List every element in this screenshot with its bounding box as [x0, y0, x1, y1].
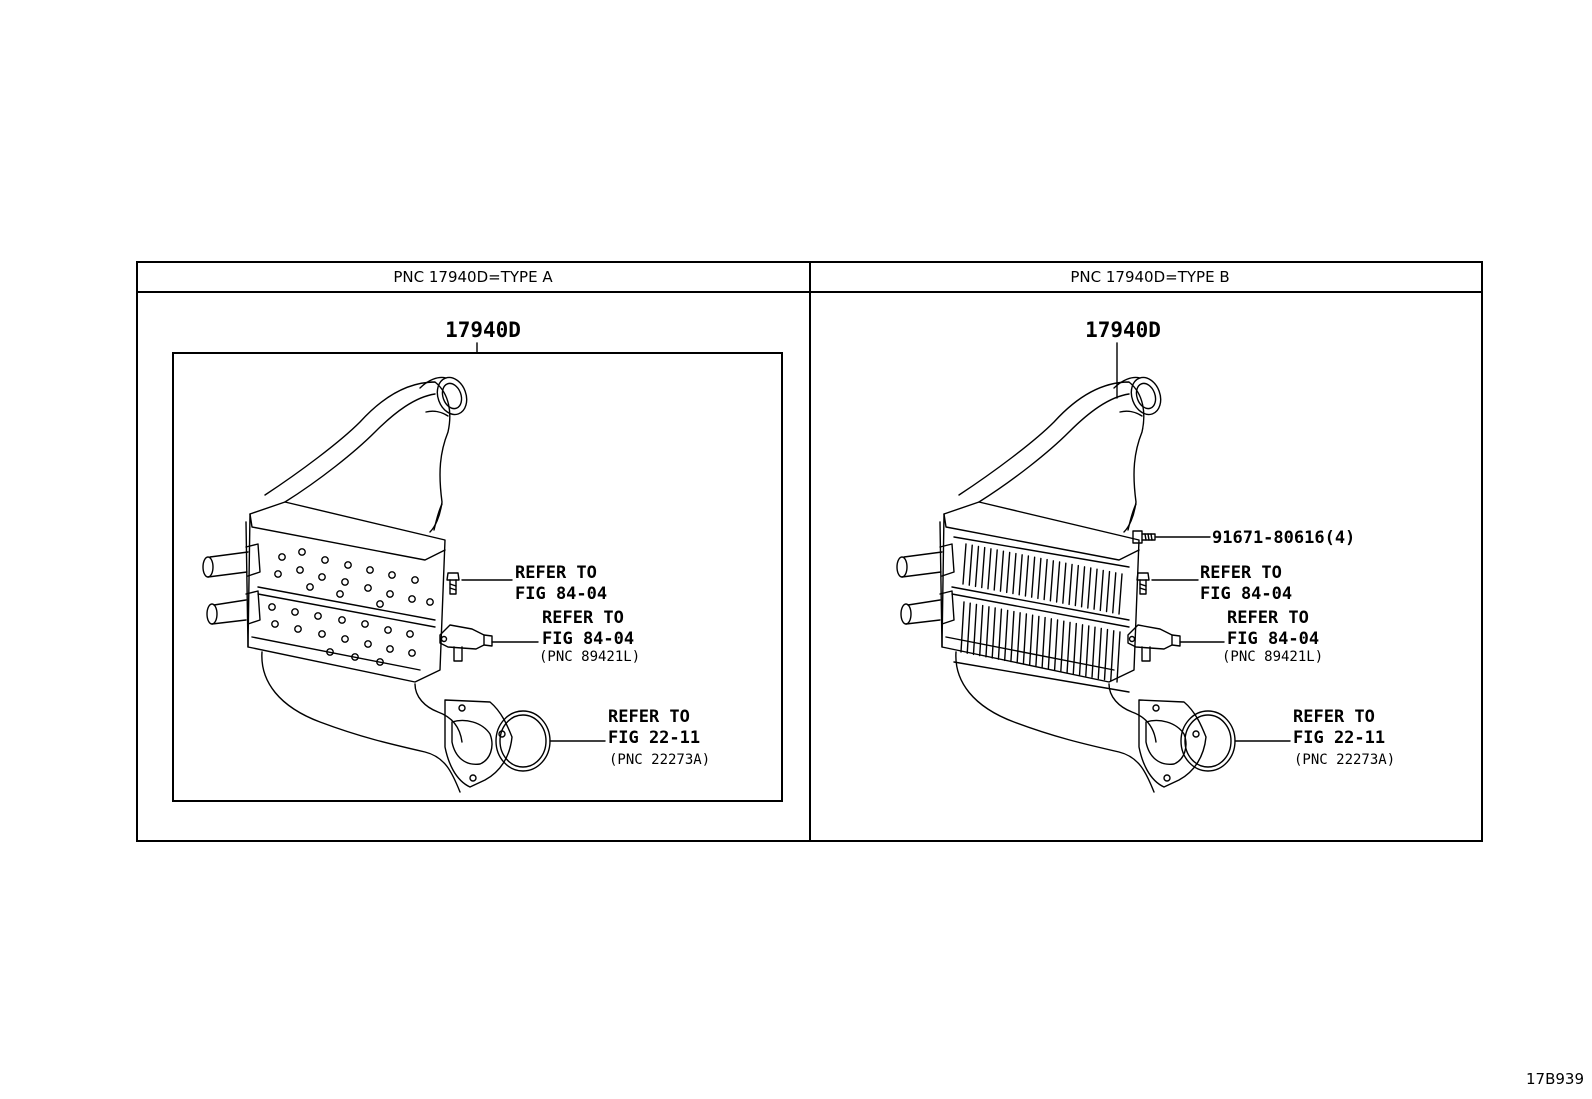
- panel-b-refer-a-line1: REFER TO: [1200, 563, 1282, 583]
- panel-a-gasket: [495, 710, 551, 772]
- panel-b-refer-c-line2: FIG 22-11: [1293, 728, 1385, 748]
- panel-a-refer-a-line2: FIG 84-04: [515, 584, 607, 604]
- panel-b-gasket: [1180, 710, 1236, 772]
- panel-a-refer-c-line2: FIG 22-11: [608, 728, 700, 748]
- panel-b-refer-b-line1: REFER TO: [1227, 608, 1309, 628]
- panel-b-bolt-label: 91671-80616(4): [1212, 528, 1355, 548]
- panel-b-intercooler: [896, 372, 1207, 793]
- panel-b-header: PNC 17940D=TYPE B: [1070, 268, 1229, 286]
- panel-b-refer-c-line1: REFER TO: [1293, 707, 1375, 727]
- panel-b-bolt: [1132, 530, 1156, 544]
- panel-b-part-label: 17940D: [1085, 318, 1161, 342]
- panel-a-intercooler: [202, 372, 513, 793]
- panel-a-screw: [446, 572, 460, 595]
- panel-a-assembly-box: [172, 352, 783, 802]
- panel-a-header: PNC 17940D=TYPE A: [393, 268, 553, 286]
- panel-b-screw: [1136, 572, 1150, 595]
- panel-a-refer-b-line2: FIG 84-04: [542, 629, 634, 649]
- panel-b-refer-a-line2: FIG 84-04: [1200, 584, 1292, 604]
- panel-a-refer-a-line1: REFER TO: [515, 563, 597, 583]
- panel-a-refer-c-line1: REFER TO: [608, 707, 690, 727]
- panel-a-part-label: 17940D: [445, 318, 521, 342]
- panel-b-refer-c-line3: (PNC 22273A): [1294, 752, 1395, 768]
- panel-b-refer-b-line3: (PNC 89421L): [1222, 649, 1323, 665]
- panel-a-refer-b-line3: (PNC 89421L): [539, 649, 640, 665]
- panel-a-refer-c-line3: (PNC 22273A): [609, 752, 710, 768]
- panel-type-b: PNC 17940D=TYPE B 17940D 91671-80616(4) …: [896, 268, 1395, 793]
- panel-a-sensor: [439, 624, 493, 662]
- panel-a-refer-b-line1: REFER TO: [542, 608, 624, 628]
- diagram-code: 17B939: [1526, 1070, 1584, 1088]
- panel-type-a: PNC 17940D=TYPE A 17940D REFER TO FIG 84…: [172, 268, 783, 802]
- panel-b-refer-b-line2: FIG 84-04: [1227, 629, 1319, 649]
